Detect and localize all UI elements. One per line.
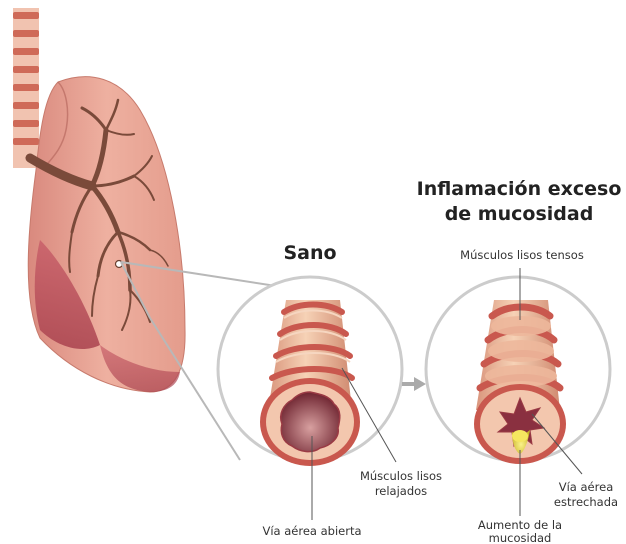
label-mucus-line2: mucosidad (462, 531, 578, 544)
transition-arrow (402, 377, 426, 391)
label-open-airway: Vía aérea abierta (240, 524, 384, 538)
trachea (13, 8, 39, 168)
label-mucus-line1: Aumento de la (462, 518, 578, 532)
lung (28, 77, 185, 392)
title-inflamed-line1: Inflamación exceso (412, 177, 626, 202)
title-healthy: Sano (270, 241, 350, 266)
label-relaxed-muscles-line1: Músculos lisos (346, 469, 456, 483)
label-narrowed-airway-line2: estrechada (548, 495, 624, 509)
label-relaxed-muscles-line2: relajados (346, 484, 456, 498)
label-tense-muscles: Músculos lisos tensos (440, 248, 604, 262)
title-inflamed-line2: de mucosidad (412, 202, 626, 227)
label-narrowed-airway-line1: Vía aérea (548, 480, 624, 494)
